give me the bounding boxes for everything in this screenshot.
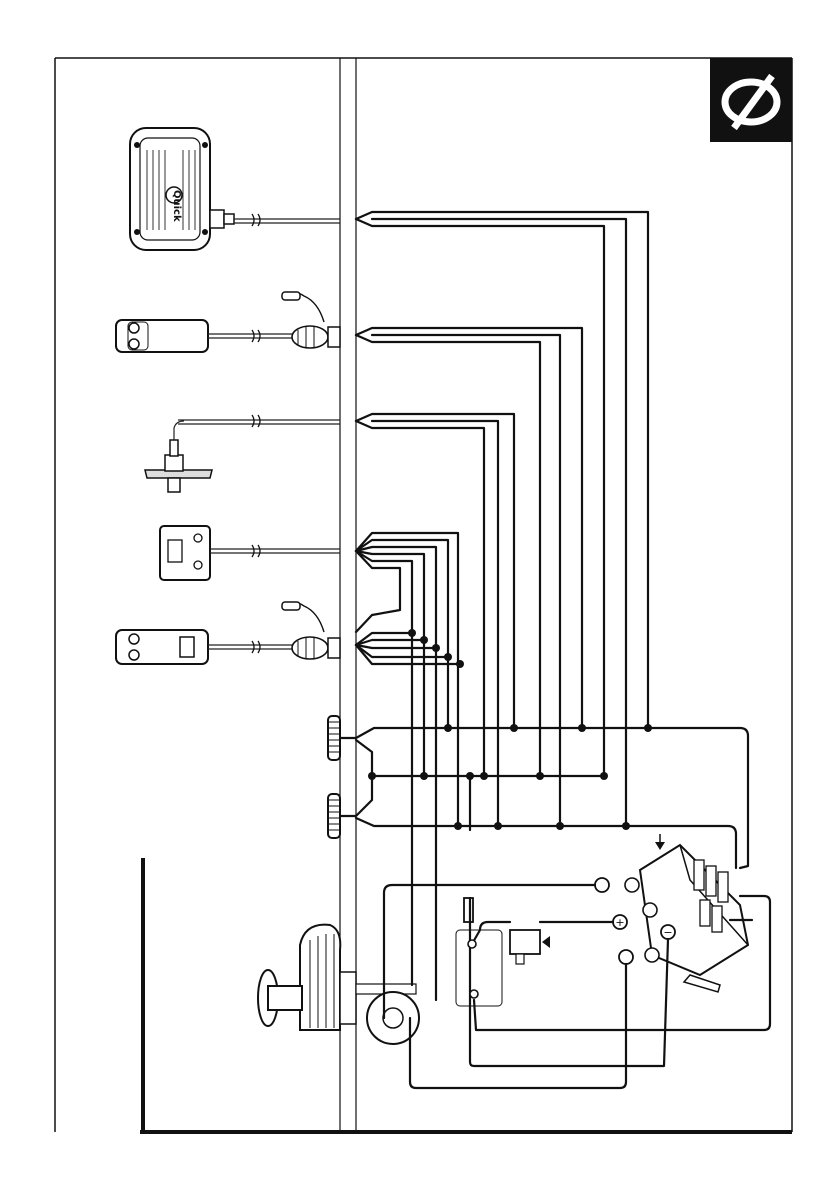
receiver-icon xyxy=(116,320,208,352)
deck-switch-icon xyxy=(328,716,340,838)
chain-counter-icon xyxy=(160,526,210,580)
windlass-icon xyxy=(258,925,419,1044)
isolator-icon xyxy=(510,930,550,964)
cable-gland-icon xyxy=(282,292,340,659)
control-unit-icon xyxy=(130,128,234,250)
device-cables xyxy=(174,214,340,653)
logo-on-box: Quick xyxy=(171,190,182,222)
remote-display-icon xyxy=(116,630,208,664)
relay-box-icon xyxy=(625,834,748,992)
brand-logo xyxy=(710,58,792,142)
foot-switch-icon xyxy=(145,440,212,492)
battery-box xyxy=(456,930,502,1006)
minus-label: − xyxy=(663,926,672,939)
plus-label: + xyxy=(615,916,624,929)
fuse-icon xyxy=(464,898,473,922)
